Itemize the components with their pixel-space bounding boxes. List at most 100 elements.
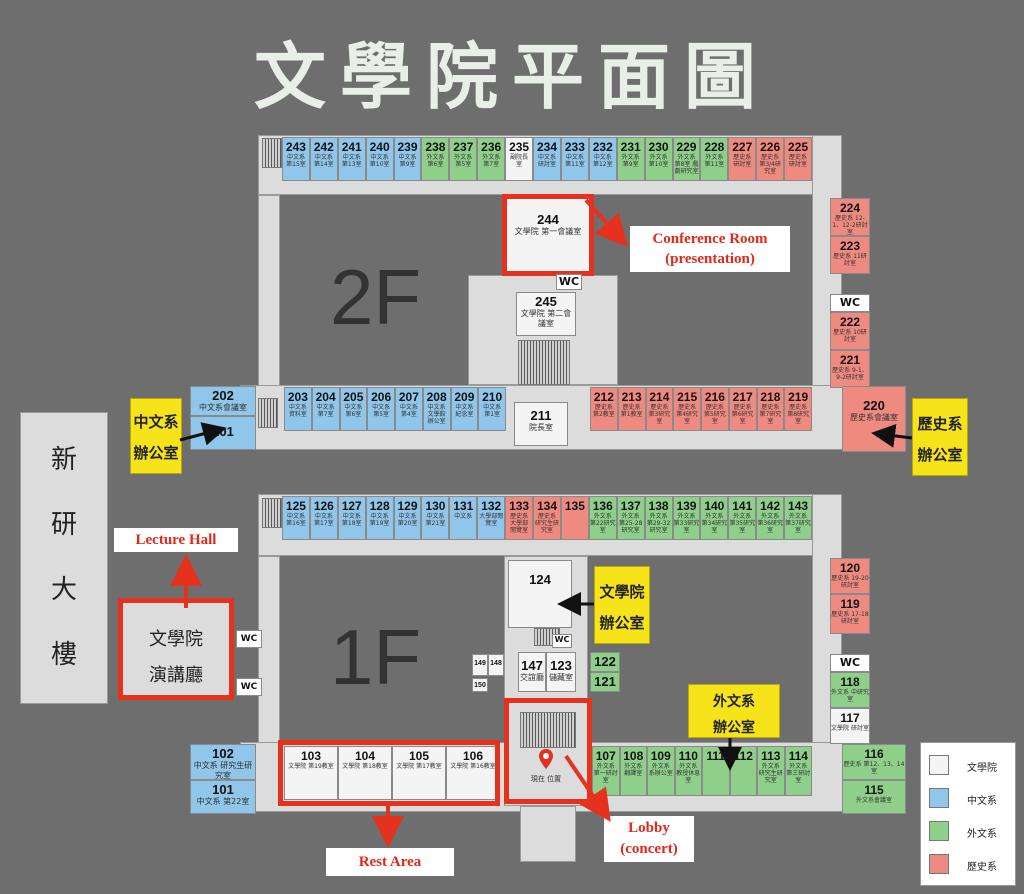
room-149[interactable]: 149	[472, 654, 488, 676]
rest-area-label[interactable]: Rest Area	[326, 848, 454, 876]
room-number: 112	[733, 749, 753, 763]
room-121[interactable]: 121	[590, 672, 620, 692]
room-150[interactable]: 150	[472, 678, 488, 692]
conference-room-label[interactable]: Conference Room (presentation)	[630, 226, 790, 272]
room-101[interactable]: 101 中文系 第22室	[190, 780, 256, 814]
office-history[interactable]: 歷史系 辦公室	[912, 398, 968, 476]
room-124[interactable]: 124	[508, 560, 572, 628]
room-135[interactable]: 135	[560, 496, 589, 540]
lecture-hall-label[interactable]: Lecture Hall	[114, 528, 238, 552]
room-112[interactable]: 112	[729, 746, 757, 796]
office-college[interactable]: 文學院 辦公室	[594, 566, 650, 644]
office-foreign[interactable]: 外文系 辦公室	[688, 684, 780, 738]
office-chinese[interactable]: 中文系 辦公室	[130, 398, 182, 474]
room-245[interactable]: 245 文學院 第二會議室	[516, 292, 576, 336]
lecture-hall-room[interactable]: 文學院 演講廳	[118, 598, 234, 700]
room-name: 外文系 第7室	[482, 154, 501, 168]
room-211[interactable]: 211 院長室	[514, 402, 568, 446]
room-244[interactable]: 244 文學院 第一會議室	[506, 198, 590, 272]
room-202[interactable]: 202 中文系會議室	[190, 386, 256, 416]
room-102[interactable]: 102 中文系 研究生研究室	[190, 744, 256, 780]
room-123[interactable]: 123 儲藏室	[546, 652, 576, 692]
room-122[interactable]: 122	[590, 652, 620, 672]
lobby-label[interactable]: Lobby (concert)	[604, 816, 694, 862]
room-111[interactable]: 111	[702, 746, 730, 796]
room-147[interactable]: 147 交誼廳	[518, 652, 546, 692]
room-148[interactable]: 148	[488, 654, 504, 676]
